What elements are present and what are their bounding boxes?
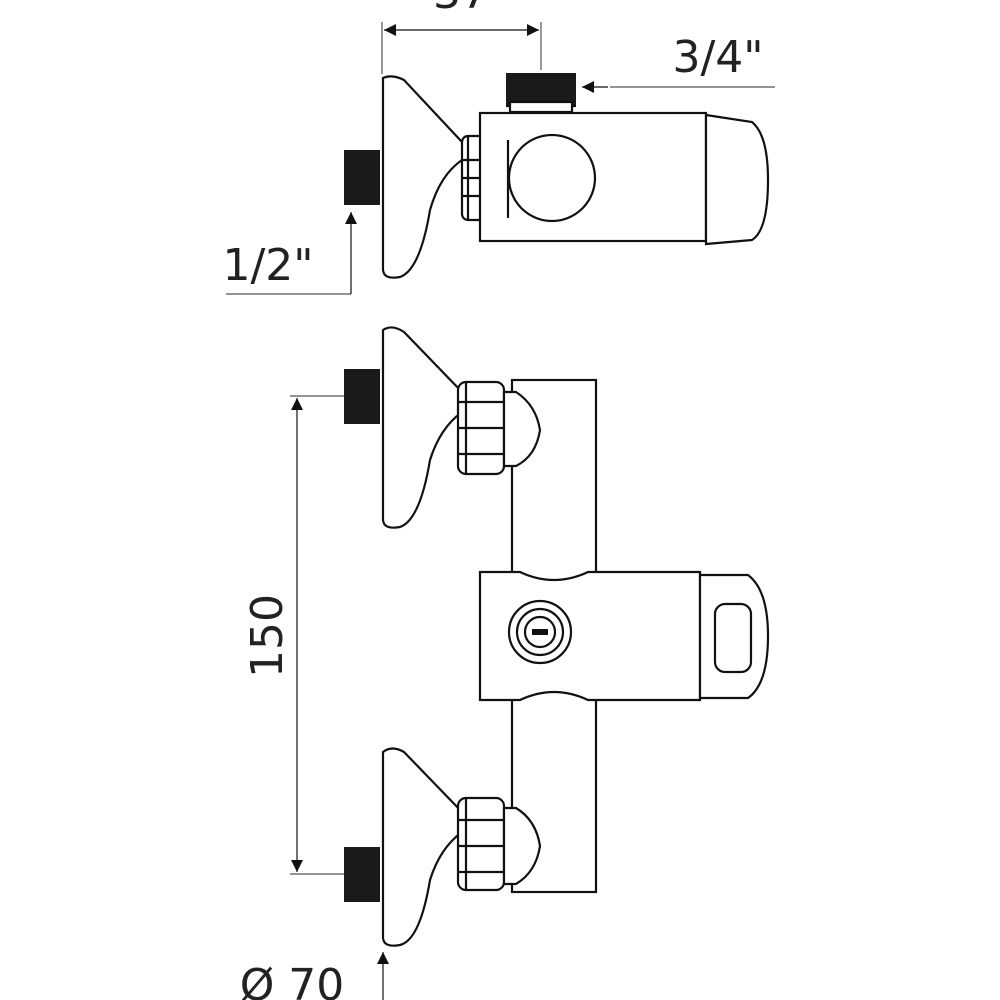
top-flange [381, 75, 467, 279]
label-inlet-spacing: 150 [242, 594, 293, 678]
front-lower-eccentric [502, 806, 542, 886]
dim-top-width [381, 22, 542, 74]
top-view [344, 73, 770, 279]
label-inlet-thread: 1/2" [222, 240, 313, 291]
top-handle [704, 113, 770, 246]
top-outlet-thread [506, 73, 576, 106]
top-inlet-thread [344, 150, 380, 205]
label-flange-diameter: Ø 70 [240, 960, 345, 1000]
front-diverter [507, 599, 573, 665]
front-upper-inlet-thread [344, 369, 380, 424]
top-ball [507, 133, 597, 223]
dim-inlet-thread [226, 212, 357, 295]
label-outlet-thread: 3/4" [672, 32, 763, 83]
front-lower-flange [381, 747, 467, 947]
front-upper-hex-nut [456, 380, 506, 476]
front-lower-inlet-thread [344, 847, 380, 902]
front-upper-flange [381, 326, 467, 529]
front-lower-hex-nut [456, 796, 506, 892]
label-top-width: 37 [433, 0, 489, 19]
dim-inlet-spacing [290, 395, 344, 875]
front-view [344, 326, 770, 947]
front-upper-eccentric [502, 390, 542, 468]
front-handle [698, 573, 770, 700]
